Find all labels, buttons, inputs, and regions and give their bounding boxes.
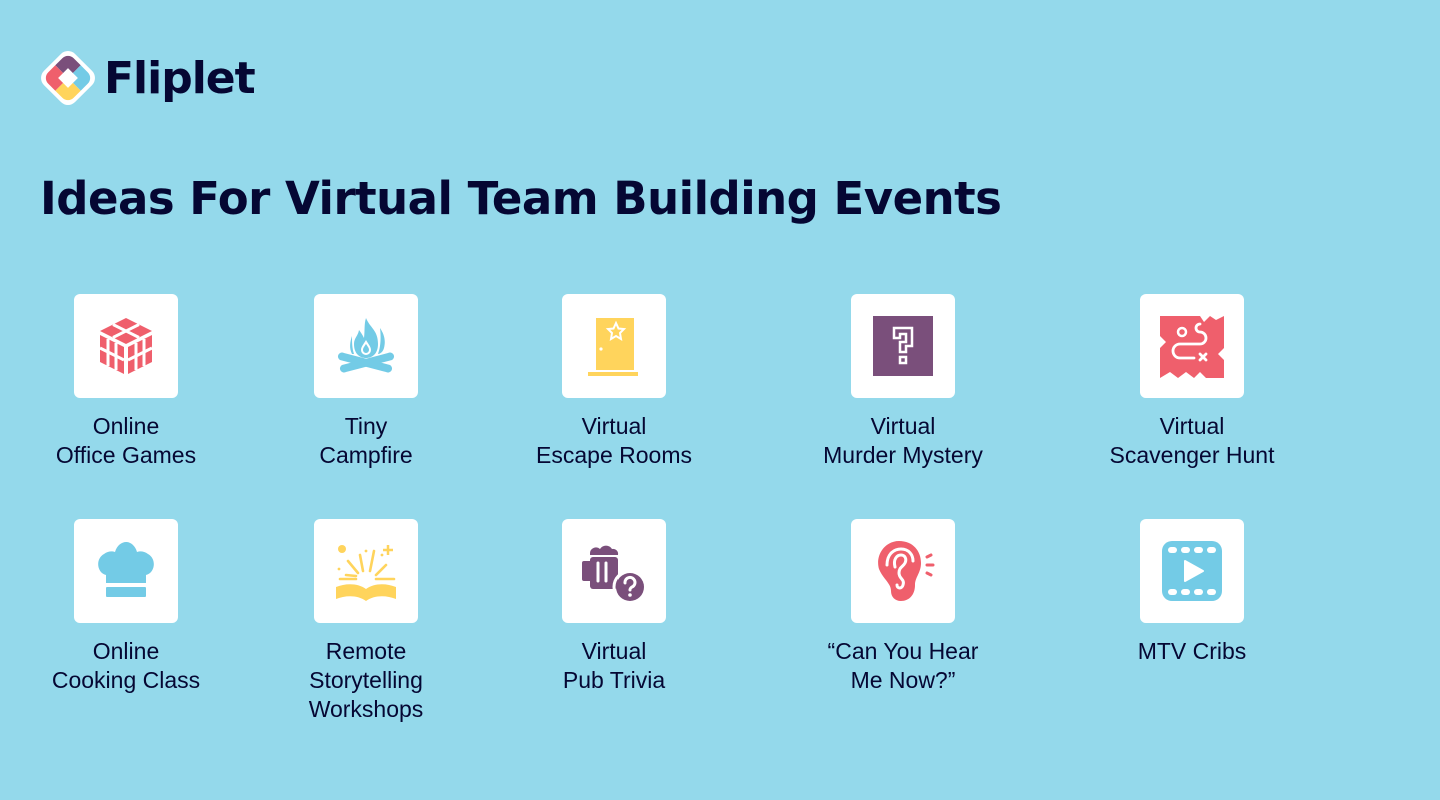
campfire-icon — [337, 318, 395, 373]
idea-virtual-escape-rooms: Virtual Escape Rooms — [484, 294, 744, 470]
brand-logo: Fliplet — [40, 50, 256, 106]
door-star-icon — [588, 318, 638, 376]
idea-tiny-campfire: Tiny Campfire — [236, 294, 496, 470]
idea-label: MTV Cribs — [1137, 638, 1247, 664]
idea-remote-storytelling: Remote Storytelling Workshops — [236, 519, 496, 724]
page-title: Ideas For Virtual Team Building Events — [40, 172, 1002, 225]
idea-virtual-scavenger-hunt: Virtual Scavenger Hunt — [1062, 294, 1322, 470]
idea-label: Virtual Scavenger Hunt — [1109, 413, 1275, 468]
idea-label: Virtual Escape Rooms — [536, 413, 692, 468]
idea-tile — [562, 519, 666, 623]
idea-tile — [314, 519, 418, 623]
ear-icon — [878, 541, 935, 601]
idea-label: Online Cooking Class — [51, 638, 201, 693]
idea-label: Remote Storytelling Workshops — [308, 638, 424, 722]
idea-tile — [1140, 294, 1244, 398]
idea-label: Virtual Murder Mystery — [823, 413, 983, 468]
idea-online-office-games: Online Office Games — [0, 294, 256, 470]
video-film-icon — [1162, 541, 1222, 601]
idea-can-you-hear-me-now: “Can You Hear Me Now?” — [773, 519, 1033, 695]
idea-tile — [1140, 519, 1244, 623]
idea-label: Online Office Games — [55, 413, 197, 468]
idea-label: Virtual Pub Trivia — [562, 638, 666, 693]
brand-name: Fliplet — [104, 52, 256, 104]
idea-online-cooking-class: Online Cooking Class — [0, 519, 256, 695]
idea-label: “Can You Hear Me Now?” — [827, 638, 979, 693]
open-book-icon — [336, 545, 396, 601]
idea-tile — [314, 294, 418, 398]
idea-label: Tiny Campfire — [319, 413, 413, 468]
idea-tile — [74, 519, 178, 623]
idea-tile — [851, 294, 955, 398]
fliplet-logo-icon — [41, 51, 95, 105]
question-box-icon — [873, 316, 933, 376]
cube-icon — [99, 318, 153, 374]
idea-tile — [562, 294, 666, 398]
beer-question-icon — [582, 545, 646, 603]
idea-tile — [851, 519, 955, 623]
idea-tile — [74, 294, 178, 398]
idea-mtv-cribs: MTV Cribs — [1062, 519, 1322, 666]
chef-hat-icon — [98, 542, 154, 597]
treasure-map-icon — [1160, 316, 1224, 378]
idea-virtual-pub-trivia: Virtual Pub Trivia — [484, 519, 744, 695]
idea-virtual-murder-mystery: Virtual Murder Mystery — [773, 294, 1033, 470]
